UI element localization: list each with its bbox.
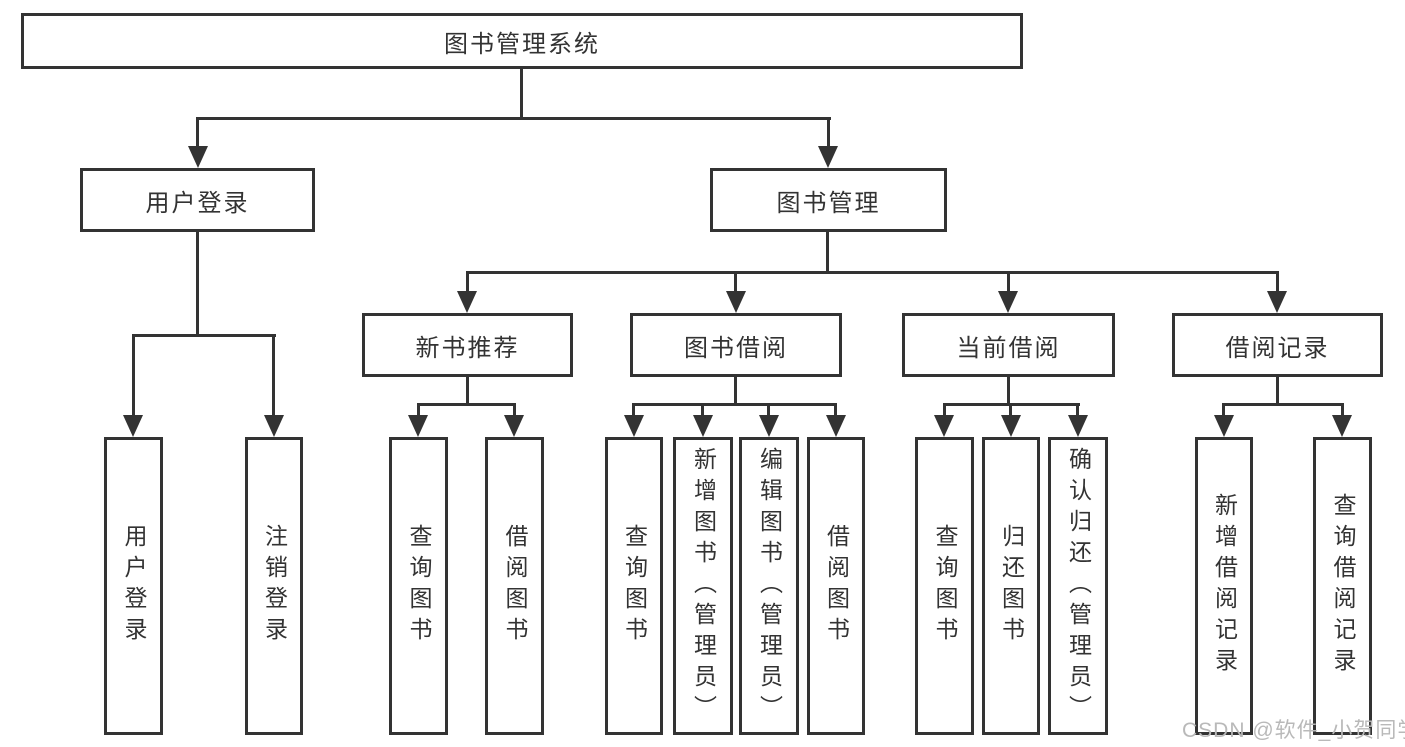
node-user-login: 用户登录: [80, 168, 315, 232]
csdn-watermark: CSDN @软件_小贺同学: [1182, 719, 1405, 742]
arrowhead-down-icon: [726, 291, 746, 313]
leaf-return-books-label: 归还图书: [998, 524, 1025, 648]
arrowhead-down-icon: [1068, 415, 1088, 437]
connector-line: [834, 403, 837, 416]
connector-line: [1076, 403, 1079, 416]
arrowhead-down-icon: [624, 415, 644, 437]
connector-line: [1276, 271, 1279, 293]
node-book-borrow: 图书借阅: [630, 313, 842, 377]
leaf-borrow-books-1-label: 借阅图书: [502, 524, 528, 648]
node-current-borrow-label: 当前借阅: [956, 334, 1061, 362]
connector-line: [1007, 375, 1010, 406]
leaf-edit-books-admin: 编辑图书（管理员）: [739, 437, 799, 735]
connector-line: [632, 403, 635, 416]
node-new-book-recommend: 新书推荐: [362, 313, 573, 377]
arrowhead-down-icon: [123, 415, 143, 437]
leaf-user-login-label: 用户登录: [121, 524, 147, 648]
leaf-add-books-admin: 新增图书（管理员）: [673, 437, 733, 735]
leaf-add-borrow-record-label: 新增借阅记录: [1211, 493, 1238, 679]
leaf-borrow-books-1: 借阅图书: [485, 437, 544, 735]
leaf-add-borrow-record: 新增借阅记录: [1195, 437, 1253, 735]
leaf-borrow-books-2: 借阅图书: [807, 437, 865, 735]
connector-line: [132, 334, 276, 337]
arrowhead-down-icon: [1214, 415, 1234, 437]
leaf-query-borrow-record: 查询借阅记录: [1313, 437, 1372, 735]
leaf-query-books-3: 查询图书: [915, 437, 974, 735]
node-current-borrow: 当前借阅: [902, 313, 1115, 377]
connector-line: [826, 230, 829, 274]
node-book-management: 图书管理: [710, 168, 947, 232]
arrowhead-down-icon: [998, 291, 1018, 313]
arrowhead-down-icon: [1332, 415, 1352, 437]
connector-line: [513, 403, 516, 416]
connector-line: [196, 117, 831, 120]
node-book-borrow-label: 图书借阅: [684, 334, 788, 362]
node-borrow-records: 借阅记录: [1172, 313, 1383, 377]
leaf-query-books-1-label: 查询图书: [406, 524, 432, 648]
leaf-query-books-1: 查询图书: [389, 437, 448, 735]
connector-line: [943, 403, 946, 416]
leaf-logout-label: 注销登录: [261, 524, 288, 648]
leaf-query-borrow-record-label: 查询借阅记录: [1330, 493, 1356, 679]
connector-line: [417, 403, 420, 416]
leaf-edit-books-admin-label: 编辑图书（管理员）: [756, 446, 783, 726]
leaf-confirm-return-admin: 确认归还（管理员）: [1048, 437, 1108, 735]
leaf-return-books: 归还图书: [982, 437, 1040, 735]
connector-line: [632, 403, 837, 406]
node-borrow-records-label: 借阅记录: [1225, 334, 1330, 362]
connector-line: [196, 117, 199, 149]
node-root-label: 图书管理系统: [444, 30, 600, 58]
node-user-login-label: 用户登录: [145, 189, 250, 217]
arrowhead-down-icon: [934, 415, 954, 437]
connector-line: [1222, 403, 1225, 416]
connector-line: [196, 230, 199, 337]
leaf-query-books-3-label: 查询图书: [932, 524, 958, 648]
connector-line: [466, 271, 1279, 274]
connector-line: [1222, 403, 1344, 406]
connector-line: [1276, 375, 1279, 406]
connector-line: [466, 271, 469, 293]
connector-line: [767, 403, 770, 416]
node-new-book-recommend-label: 新书推荐: [415, 334, 520, 362]
arrowhead-down-icon: [188, 146, 208, 168]
connector-line: [734, 375, 737, 406]
connector-line: [1009, 403, 1012, 416]
arrowhead-down-icon: [1001, 415, 1021, 437]
connector-line: [701, 403, 704, 416]
arrowhead-down-icon: [1267, 291, 1287, 313]
node-book-management-label: 图书管理: [776, 189, 881, 217]
leaf-logout: 注销登录: [245, 437, 303, 735]
connector-line: [734, 271, 737, 293]
arrowhead-down-icon: [693, 415, 713, 437]
arrowhead-down-icon: [826, 415, 846, 437]
connector-line: [520, 66, 523, 120]
leaf-add-books-admin-label: 新增图书（管理员）: [690, 446, 717, 726]
leaf-confirm-return-admin-label: 确认归还（管理员）: [1065, 446, 1092, 726]
leaf-borrow-books-2-label: 借阅图书: [823, 524, 850, 648]
arrowhead-down-icon: [818, 146, 838, 168]
connector-line: [827, 117, 830, 149]
arrowhead-down-icon: [408, 415, 428, 437]
leaf-query-books-2: 查询图书: [605, 437, 663, 735]
node-root: 图书管理系统: [21, 13, 1023, 69]
connector-line: [466, 375, 469, 406]
connector-line: [1341, 403, 1344, 416]
connector-line: [272, 334, 275, 417]
arrowhead-down-icon: [759, 415, 779, 437]
leaf-query-books-2-label: 查询图书: [621, 524, 648, 648]
arrowhead-down-icon: [264, 415, 284, 437]
leaf-user-login: 用户登录: [104, 437, 163, 735]
arrowhead-down-icon: [457, 291, 477, 313]
connector-line: [132, 334, 135, 417]
connector-line: [1007, 271, 1010, 293]
connector-line: [417, 403, 516, 406]
arrowhead-down-icon: [504, 415, 524, 437]
